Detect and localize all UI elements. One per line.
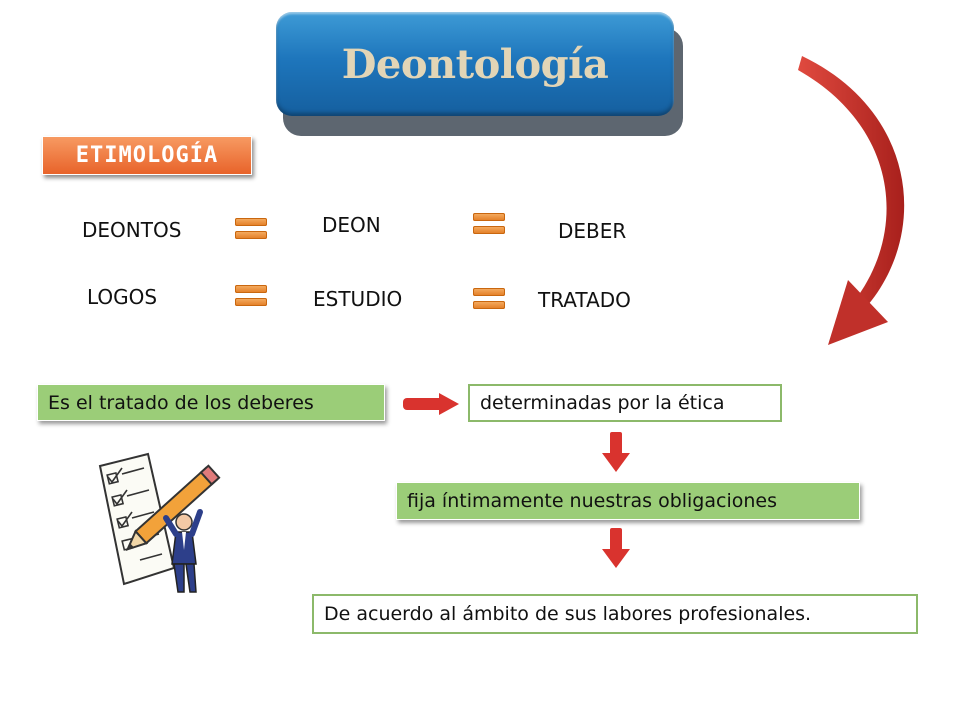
page-title: Deontología (341, 40, 609, 88)
word-estudio: ESTUDIO (313, 287, 403, 311)
checklist-pencil-clipart (98, 452, 221, 593)
word-logos: LOGOS (87, 285, 158, 309)
obligations-box: fija íntimamente nuestras obligaciones (396, 482, 860, 520)
arrow-down-icon (602, 528, 630, 568)
professional-scope-box: De acuerdo al ámbito de sus labores prof… (312, 594, 918, 634)
curved-arrow-icon (798, 56, 905, 345)
equals-icon (235, 218, 267, 240)
ethics-box: determinadas por la ética (468, 384, 782, 422)
arrow-right-icon (403, 393, 459, 415)
word-deber: DEBER (558, 219, 627, 243)
word-deon: DEON (322, 213, 381, 237)
definition-box: Es el tratado de los deberes (37, 384, 385, 421)
equals-icon (473, 288, 505, 310)
word-tratado: TRATADO (538, 288, 631, 312)
equals-icon (473, 213, 505, 235)
arrow-down-icon (602, 432, 630, 472)
word-deontos: DEONTOS (82, 218, 182, 242)
equals-icon (235, 285, 267, 307)
title-banner: Deontología (276, 12, 674, 116)
etymology-label: ETIMOLOGÍA (42, 136, 252, 175)
